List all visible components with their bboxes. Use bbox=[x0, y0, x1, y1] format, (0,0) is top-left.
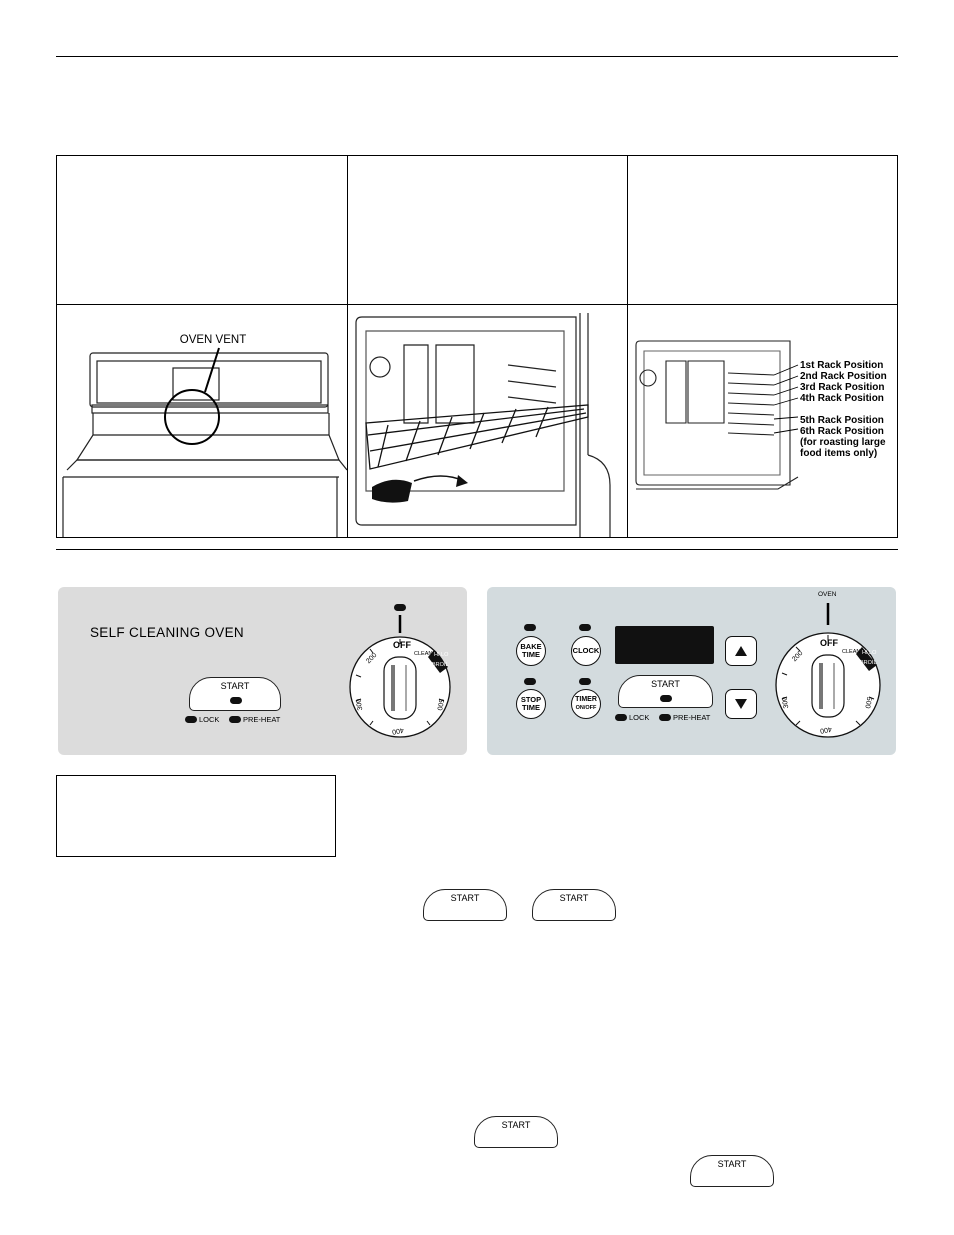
lock-label: LOCK bbox=[629, 713, 650, 722]
inline-start-button: START bbox=[532, 889, 616, 921]
timer-button[interactable]: TIMER ON/OFF bbox=[571, 689, 601, 719]
figure-table: OVEN VENT bbox=[56, 155, 898, 538]
dial-hilo-label: HI LO bbox=[862, 650, 877, 656]
dial-clean-label: CLEAN bbox=[842, 649, 861, 655]
table-divider bbox=[347, 156, 348, 537]
down-arrow-button[interactable] bbox=[725, 689, 757, 719]
dial-off-label: OFF bbox=[393, 640, 411, 650]
inline-start-label: START bbox=[559, 893, 589, 903]
down-arrow-icon bbox=[735, 699, 747, 709]
start-button-label: START bbox=[220, 681, 250, 691]
clock-label: CLOCK bbox=[572, 646, 600, 655]
top-rule bbox=[56, 56, 898, 57]
start-button[interactable]: START bbox=[189, 677, 281, 711]
oven-vent-label: OVEN VENT bbox=[180, 334, 246, 346]
dial-clean-label: CLEAN bbox=[414, 651, 433, 657]
clock-button[interactable]: CLOCK bbox=[571, 636, 601, 666]
start-button-label: START bbox=[651, 679, 680, 689]
inline-start-label: START bbox=[450, 893, 480, 903]
rack-position-note: (for roasting large bbox=[800, 437, 886, 448]
timer-led bbox=[579, 678, 591, 685]
rack-position-label: 2nd Rack Position bbox=[800, 371, 887, 382]
table-divider bbox=[627, 156, 628, 537]
rack-positions-illustration: 1st Rack Position 2nd Rack Position 3rd … bbox=[635, 340, 887, 490]
panel-title: SELF CLEANING OVEN bbox=[90, 625, 244, 640]
clock-led bbox=[579, 624, 591, 631]
section-rule bbox=[56, 549, 898, 550]
rack-removal-figure bbox=[348, 305, 627, 537]
inline-start-button: START bbox=[423, 889, 507, 921]
bake-time-label: BAKE bbox=[520, 642, 542, 651]
oven-dial[interactable]: OFF CLEAN HI LO BROIL 200 300 400 500 bbox=[348, 615, 458, 745]
timer-label: TIMER bbox=[575, 696, 597, 703]
self-cleaning-control-panel: SELF CLEANING OVEN START LOCK PRE-HEAT bbox=[58, 587, 467, 755]
oven-label: OVEN bbox=[818, 591, 837, 598]
up-arrow-icon bbox=[735, 646, 747, 656]
lock-label: LOCK bbox=[199, 715, 220, 724]
lock-indicator-led bbox=[615, 714, 627, 721]
preheat-label: PRE-HEAT bbox=[673, 713, 711, 722]
table-divider bbox=[57, 304, 897, 305]
rack-position-label: 5th Rack Position bbox=[800, 415, 884, 426]
dial-hilo-label: HI LO bbox=[434, 652, 449, 658]
inline-start-button: START bbox=[690, 1155, 774, 1187]
rack-position-label: 4th Rack Position bbox=[800, 393, 884, 404]
dial-broil-label: BROIL bbox=[860, 660, 877, 666]
inline-start-button: START bbox=[474, 1116, 558, 1148]
note-box bbox=[56, 775, 336, 857]
inline-start-label: START bbox=[501, 1120, 531, 1130]
oven-dial-graphic bbox=[349, 615, 451, 738]
oven-dial[interactable]: OFF CLEAN HI LO BROIL 200 300 400 500 bbox=[774, 603, 884, 743]
dial-off-label: OFF bbox=[820, 638, 838, 648]
lock-indicator-led bbox=[185, 716, 197, 723]
rack-position-label: 6th Rack Position bbox=[800, 426, 884, 437]
oven-vent-figure: OVEN VENT bbox=[57, 305, 347, 537]
start-button[interactable]: START bbox=[618, 675, 713, 708]
dial-broil-label: BROIL bbox=[432, 662, 449, 668]
preheat-indicator-led bbox=[229, 716, 241, 723]
rack-position-note: food items only) bbox=[800, 448, 877, 459]
range-backguard-illustration: OVEN VENT bbox=[62, 334, 347, 537]
rack-position-label: 3rd Rack Position bbox=[800, 382, 884, 393]
preheat-indicator-led bbox=[659, 714, 671, 721]
stop-time-label: STOP bbox=[520, 695, 542, 704]
rack-positions-figure: 1st Rack Position 2nd Rack Position 3rd … bbox=[628, 305, 897, 537]
up-arrow-button[interactable] bbox=[725, 636, 757, 666]
preheat-label: PRE-HEAT bbox=[243, 715, 281, 724]
bake-time-label: TIME bbox=[522, 650, 540, 659]
start-indicator-led bbox=[230, 697, 242, 704]
rack-position-label: 1st Rack Position bbox=[800, 360, 883, 371]
oven-dial-graphic bbox=[775, 603, 881, 738]
oven-indicator-led bbox=[394, 604, 406, 611]
inline-start-label: START bbox=[717, 1159, 747, 1169]
stop-time-label: TIME bbox=[522, 703, 540, 712]
oven-rack-illustration bbox=[355, 313, 611, 537]
timer-label: ON/OFF bbox=[575, 705, 597, 711]
bake-time-led bbox=[524, 624, 536, 631]
start-indicator-led bbox=[660, 695, 672, 702]
stop-time-led bbox=[524, 678, 536, 685]
display-screen bbox=[615, 626, 714, 664]
